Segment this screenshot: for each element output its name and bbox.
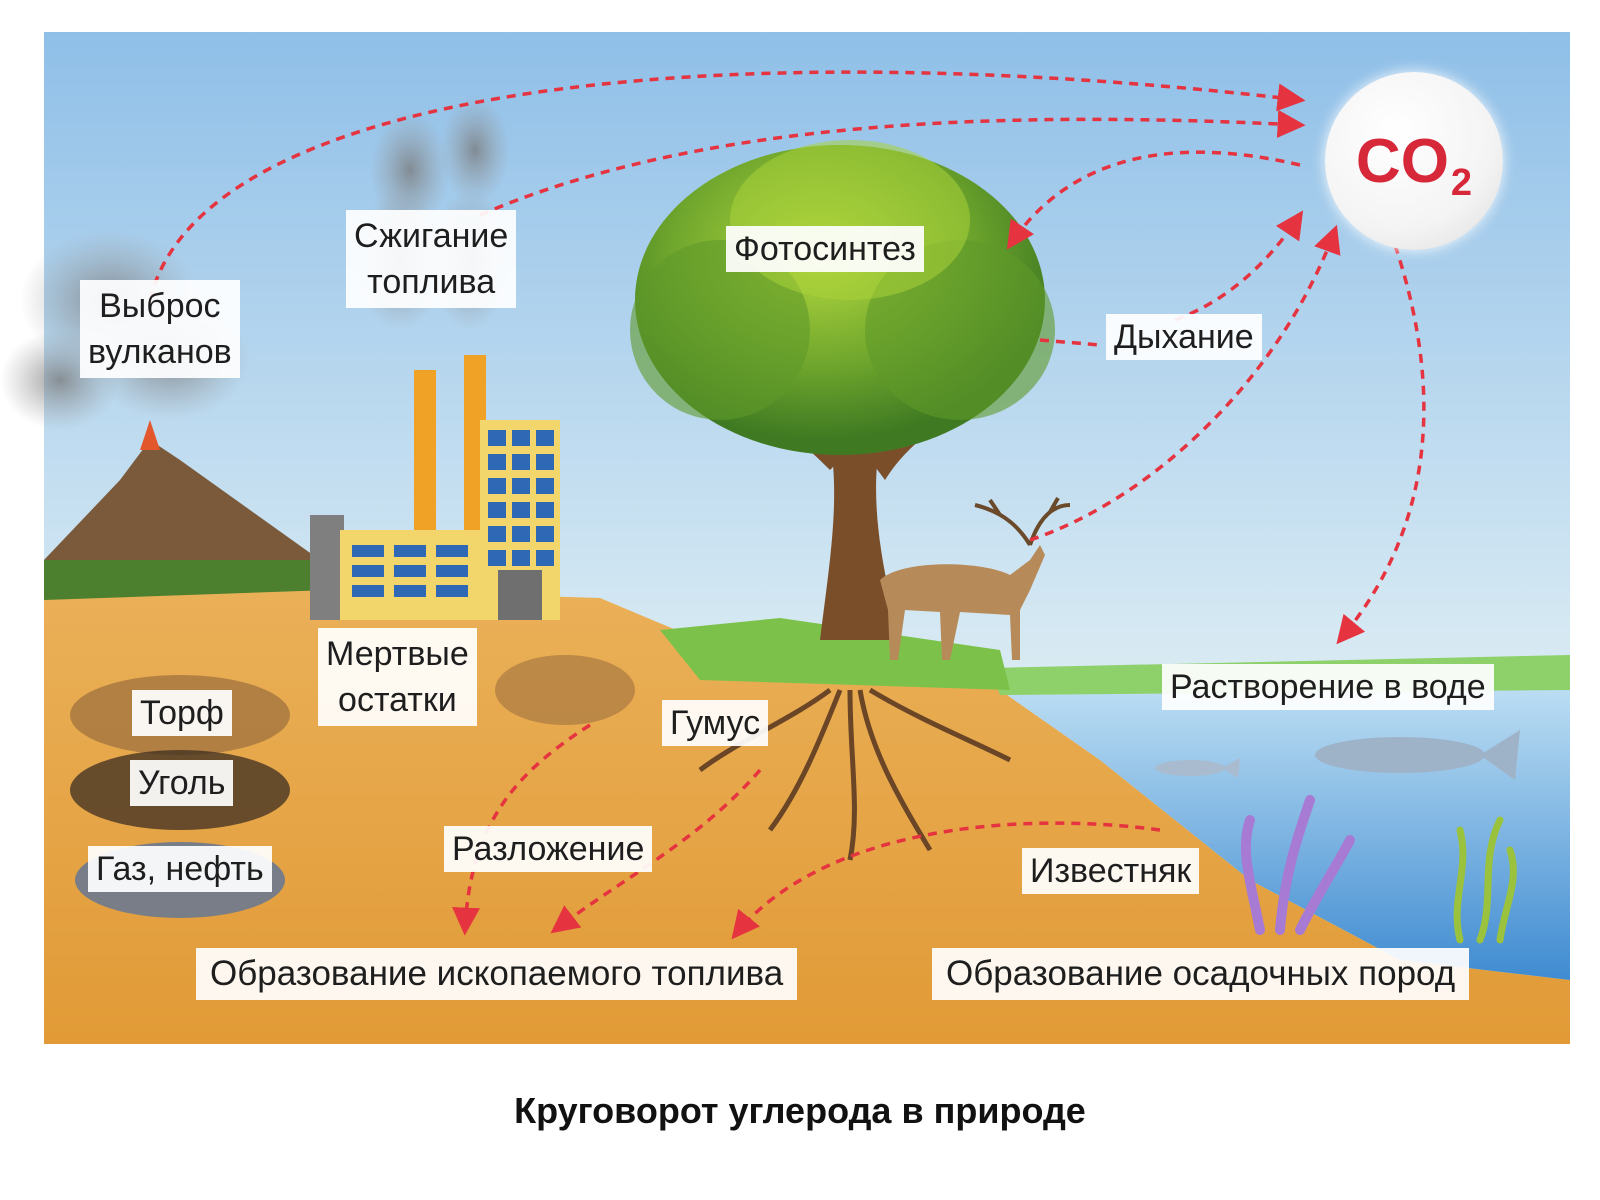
factory-window xyxy=(488,478,506,494)
co2-label: CO xyxy=(1355,126,1449,196)
factory-windows xyxy=(352,430,554,597)
arrow-co2-to-water xyxy=(1336,244,1426,645)
factory-window xyxy=(536,550,554,566)
label-coal: Уголь xyxy=(130,760,234,806)
coral-icon xyxy=(1240,795,1355,935)
factory-window xyxy=(394,585,426,597)
arrow-remains-to-fossil xyxy=(452,723,591,936)
factory-window xyxy=(536,526,554,542)
label-respiration: Дыхание xyxy=(1106,314,1262,360)
factory-window xyxy=(488,430,506,446)
arrow-deer-to-co2 xyxy=(1029,224,1341,542)
factory-window xyxy=(436,585,468,597)
factory-window xyxy=(512,478,530,494)
factory-window xyxy=(436,565,468,577)
label-humus: Гумус xyxy=(662,700,769,746)
seaweed-icon xyxy=(1453,816,1517,944)
factory-window xyxy=(488,454,506,470)
label-photosynthesis: Фотосинтез xyxy=(726,226,924,272)
figure-caption: Круговорот углерода в природе xyxy=(514,1090,1086,1131)
factory-window xyxy=(394,545,426,557)
carbon-arrows xyxy=(148,70,1426,940)
label-dissolution: Растворение в воде xyxy=(1162,664,1494,710)
label-limestone: Известняк xyxy=(1022,848,1200,894)
factory-window xyxy=(488,502,506,518)
label-fossil-fuel-formation: Образование ископаемого топлива xyxy=(196,948,798,1000)
label-gas-oil: Газ, нефть xyxy=(88,846,272,892)
arrow-humus-to-fossil xyxy=(550,768,762,934)
factory-window xyxy=(352,585,384,597)
factory-window xyxy=(436,545,468,557)
factory-window xyxy=(394,565,426,577)
factory-window xyxy=(536,502,554,518)
factory-window xyxy=(512,502,530,518)
arrow-volcano-to-co2 xyxy=(148,70,1306,301)
tree-grass xyxy=(660,618,1010,690)
factory-window xyxy=(488,526,506,542)
factory-window xyxy=(512,454,530,470)
label-peat: Торф xyxy=(132,690,232,736)
co2-subscript: 2 xyxy=(1450,161,1473,204)
factory-window xyxy=(536,430,554,446)
fish-icon xyxy=(1155,730,1520,780)
factory-window xyxy=(488,550,506,566)
arrow-respiration-to-co2 xyxy=(1174,210,1304,322)
factory-window xyxy=(352,565,384,577)
factory-window xyxy=(536,454,554,470)
arrow-fuel-to-co2 xyxy=(479,109,1306,217)
factory-window xyxy=(512,526,530,542)
deer-icon xyxy=(880,497,1071,660)
factory-window xyxy=(352,545,384,557)
arrow-tree-respiration xyxy=(1039,338,1101,347)
label-decomposition: Разложение xyxy=(444,826,653,872)
factory-window xyxy=(536,478,554,494)
label-sediment-formation: Образование осадочных пород xyxy=(932,948,1470,1000)
factory-window xyxy=(512,430,530,446)
factory-window xyxy=(512,550,530,566)
arrow-co2-to-photosynthesis xyxy=(1006,150,1301,250)
